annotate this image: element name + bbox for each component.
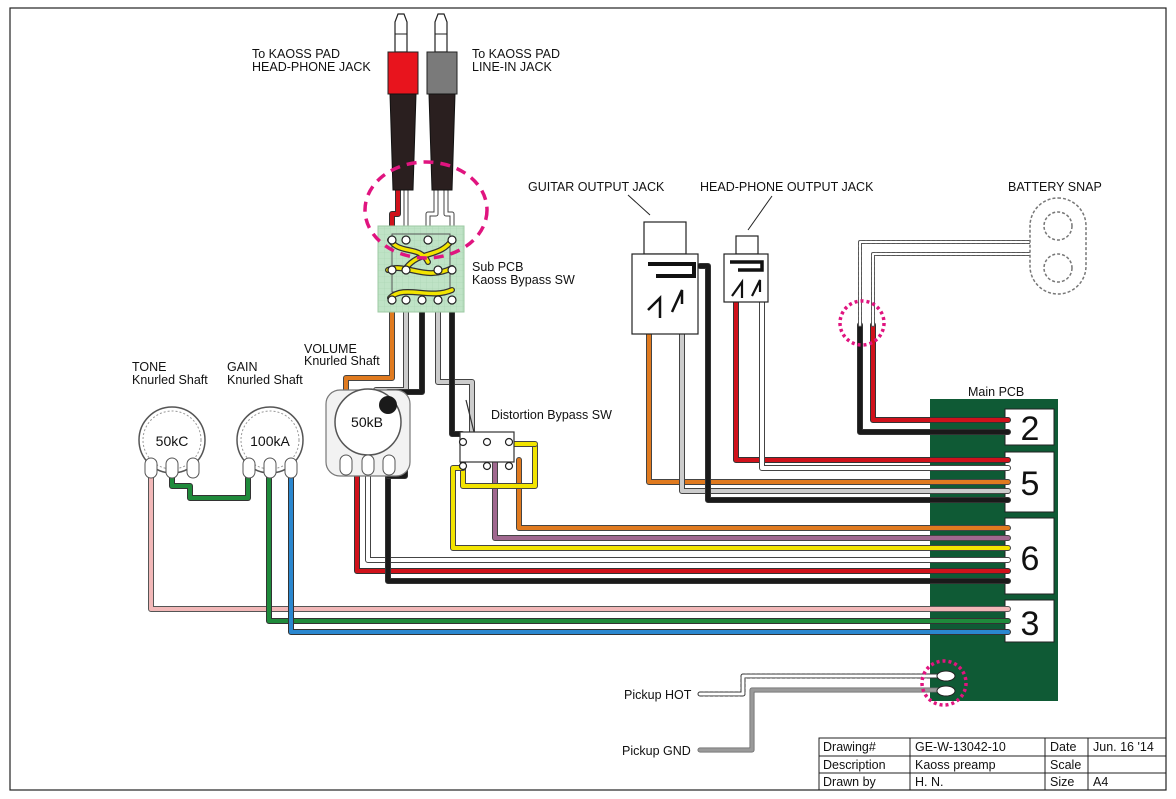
title-description-label: Description <box>823 758 886 772</box>
sub-pcb <box>377 225 465 313</box>
title-size-value: A4 <box>1093 775 1108 789</box>
headphone-output-leader <box>747 195 773 231</box>
connector-3-label: 3 <box>1021 605 1040 643</box>
connector-6-block <box>1004 517 1055 595</box>
volume-pot <box>325 388 411 477</box>
tone-label-1: TONE <box>132 360 167 374</box>
sub-pcb-label-2: Kaoss Bypass SW <box>472 273 575 287</box>
pickup-hot-label: Pickup HOT <box>624 688 692 702</box>
pickup-pads <box>936 670 956 697</box>
kaoss-headphone-plug <box>387 13 419 191</box>
guitar-output-label: GUITAR OUTPUT JACK <box>528 180 665 194</box>
kaoss-headphone-label-1: To KAOSS PAD <box>252 47 340 61</box>
guitar-output-jack <box>631 221 699 335</box>
gain-pot <box>236 406 304 479</box>
volume-pot-value: 50kB <box>351 414 383 430</box>
battery-highlight <box>838 299 886 347</box>
kaoss-linein-label-1: To KAOSS PAD <box>472 47 560 61</box>
title-description-value: Kaoss preamp <box>915 758 996 772</box>
tone-pot <box>138 406 206 479</box>
tone-label-2: Knurled Shaft <box>132 373 208 387</box>
battery-snap-label: BATTERY SNAP <box>1008 180 1102 194</box>
title-date-label: Date <box>1050 740 1076 754</box>
title-scale-label: Scale <box>1050 758 1081 772</box>
connector-5-label: 5 <box>1021 465 1040 503</box>
connector-2-block <box>1004 408 1055 446</box>
kaoss-headphone-label-2: HEAD-PHONE JACK <box>252 60 371 74</box>
gain-label-1: GAIN <box>227 360 258 374</box>
title-block <box>818 737 1167 791</box>
connector-5-block <box>1004 451 1055 513</box>
title-date-value: Jun. 16 '14 <box>1093 740 1154 754</box>
volume-label-1: VOLUME <box>304 342 357 356</box>
title-drawing-value: GE-W-13042-10 <box>915 740 1006 754</box>
distortion-switch-label: Distortion Bypass SW <box>491 408 612 422</box>
distortion-bypass-switch <box>458 399 515 471</box>
drawing-frame <box>9 7 1167 791</box>
guitar-output-leader <box>627 194 651 216</box>
title-drawn-label: Drawn by <box>823 775 877 789</box>
pickup-gnd-label: Pickup GND <box>622 744 691 758</box>
pickup-highlight <box>920 659 968 707</box>
main-pcb: 2 5 6 3 Main PCB <box>930 385 1058 701</box>
title-drawing-label: Drawing# <box>823 740 876 754</box>
headphone-output-jack <box>723 235 769 303</box>
connector-2-label: 2 <box>1021 410 1040 448</box>
title-drawn-value: H. N. <box>915 775 943 789</box>
volume-label-2: Knurled Shaft <box>304 354 380 368</box>
battery-snap <box>1029 197 1087 295</box>
sub-pcb-label-1: Sub PCB <box>472 260 523 274</box>
connector-6-label: 6 <box>1021 540 1040 578</box>
wires <box>148 187 1042 753</box>
tone-pot-value: 50kC <box>156 433 189 449</box>
title-size-label: Size <box>1050 775 1074 789</box>
connector-3-block <box>1004 599 1055 643</box>
kaoss-linein-label-2: LINE-IN JACK <box>472 60 553 74</box>
gain-label-2: Knurled Shaft <box>227 373 303 387</box>
headphone-output-label: HEAD-PHONE OUTPUT JACK <box>700 180 874 194</box>
sub-pcb-highlight <box>363 160 489 260</box>
gain-pot-value: 100kA <box>250 433 290 449</box>
main-pcb-label: Main PCB <box>968 385 1024 399</box>
